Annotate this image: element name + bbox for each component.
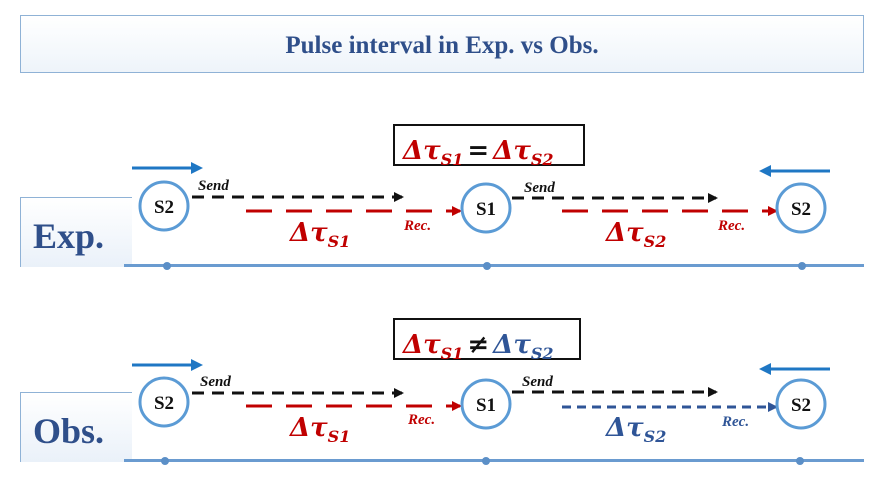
exp-rec-label-1: Rec. <box>403 218 431 234</box>
obs-send-label-1: Send <box>200 374 231 390</box>
exp-node-s2-left-label: S2 <box>154 197 174 218</box>
page-title: Pulse interval in Exp. vs Obs. <box>285 32 599 59</box>
obs-equation-box <box>393 318 581 360</box>
exp-node-s2-right-label: S2 <box>791 199 811 220</box>
obs-node-s1 <box>460 378 512 430</box>
exp-baseline <box>124 264 864 267</box>
obs-baseline-dot-1 <box>161 457 169 465</box>
obs-label: Obs. <box>33 411 105 451</box>
obs-label-box: Obs. <box>20 392 132 462</box>
exp-send-label-1: Send <box>198 178 229 194</box>
exp-interval-label-1: ΔτS1 <box>288 218 350 251</box>
exp-eq-text: ΔτS1=ΔτS2 <box>401 136 554 169</box>
exp-label-box: Exp. <box>20 197 132 267</box>
exp-equation-box <box>393 124 585 166</box>
exp-baseline-dot-2 <box>483 262 491 270</box>
exp-node-s1 <box>460 182 512 234</box>
exp-node-s2-right <box>775 182 827 234</box>
obs-baseline <box>124 459 864 462</box>
exp-rec-label-2: Rec. <box>717 218 745 234</box>
obs-panel: ΔτS1≠ΔτS2 S2 S1 S2 Send Send Rec. Rec. Δ… <box>132 330 830 465</box>
exp-baseline-dot-1 <box>163 262 171 270</box>
obs-baseline-dot-3 <box>796 457 804 465</box>
obs-node-s1-label: S1 <box>476 395 496 416</box>
obs-eq-text: ΔτS1≠ΔτS2 <box>401 330 554 363</box>
exp-send-label-2: Send <box>524 180 555 196</box>
obs-rec-label-2: Rec. <box>721 414 749 430</box>
obs-interval-label-1: ΔτS1 <box>288 413 350 446</box>
exp-interval-label-2: ΔτS2 <box>604 218 666 251</box>
obs-node-s2-right <box>775 378 827 430</box>
obs-node-s2-right-label: S2 <box>791 395 811 416</box>
title-banner: Pulse interval in Exp. vs Obs. <box>20 15 864 73</box>
obs-node-s2-left <box>138 376 190 428</box>
exp-node-s1-label: S1 <box>476 199 496 220</box>
exp-baseline-dot-3 <box>798 262 806 270</box>
exp-label: Exp. <box>33 216 105 256</box>
obs-node-s2-left-label: S2 <box>154 393 174 414</box>
obs-rec-label-1: Rec. <box>407 412 435 428</box>
obs-baseline-dot-2 <box>482 457 490 465</box>
exp-panel: ΔτS1=ΔτS2 S2 S1 S2 Send Send Rec. Rec. Δ… <box>132 136 830 270</box>
obs-interval-label-2: ΔτS2 <box>604 413 666 446</box>
obs-send-label-2: Send <box>522 374 553 390</box>
exp-node-s2-left <box>138 180 190 232</box>
